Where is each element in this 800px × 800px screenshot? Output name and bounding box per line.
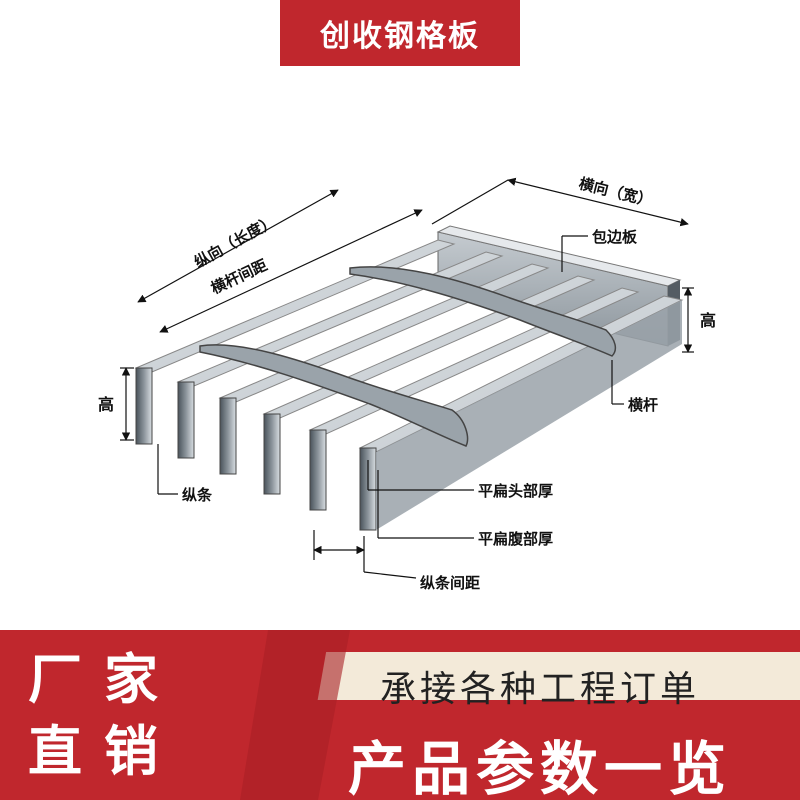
order-slogan: 承接各种工程订单 <box>379 669 700 710</box>
grating-diagram: 纵向（长度） 横杆间距 横向（宽） 包边板 高 高 横杆 纵条 平扁头部厚 平扁… <box>98 174 716 592</box>
footer-banner: 厂家 直销 承接各种工程订单 产品参数一览 <box>0 630 800 800</box>
label-transverse: 横向（宽） <box>577 174 654 210</box>
factory-line-2: 直销 <box>28 720 180 783</box>
page-title: 创收钢格板 <box>280 0 520 66</box>
dimension-lines <box>120 177 694 579</box>
factory-line-1: 厂家 <box>28 648 180 711</box>
label-edge-band: 包边板 <box>592 228 638 246</box>
label-bearing-bar: 纵条 <box>182 486 213 504</box>
params-heading: 产品参数一览 <box>347 735 732 800</box>
label-crossbar-spacing: 横杆间距 <box>208 256 270 298</box>
label-flat-head-thickness: 平扁头部厚 <box>478 482 553 500</box>
label-height-right: 高 <box>700 311 716 330</box>
footer-background <box>0 630 800 800</box>
label-height-left: 高 <box>98 395 114 414</box>
label-bearing-bar-spacing: 纵条间距 <box>420 574 480 592</box>
label-crossbar: 横杆 <box>628 396 658 414</box>
label-flat-web-thickness: 平扁腹部厚 <box>478 530 553 548</box>
factory-direct-text: 厂家 直销 <box>28 644 248 788</box>
